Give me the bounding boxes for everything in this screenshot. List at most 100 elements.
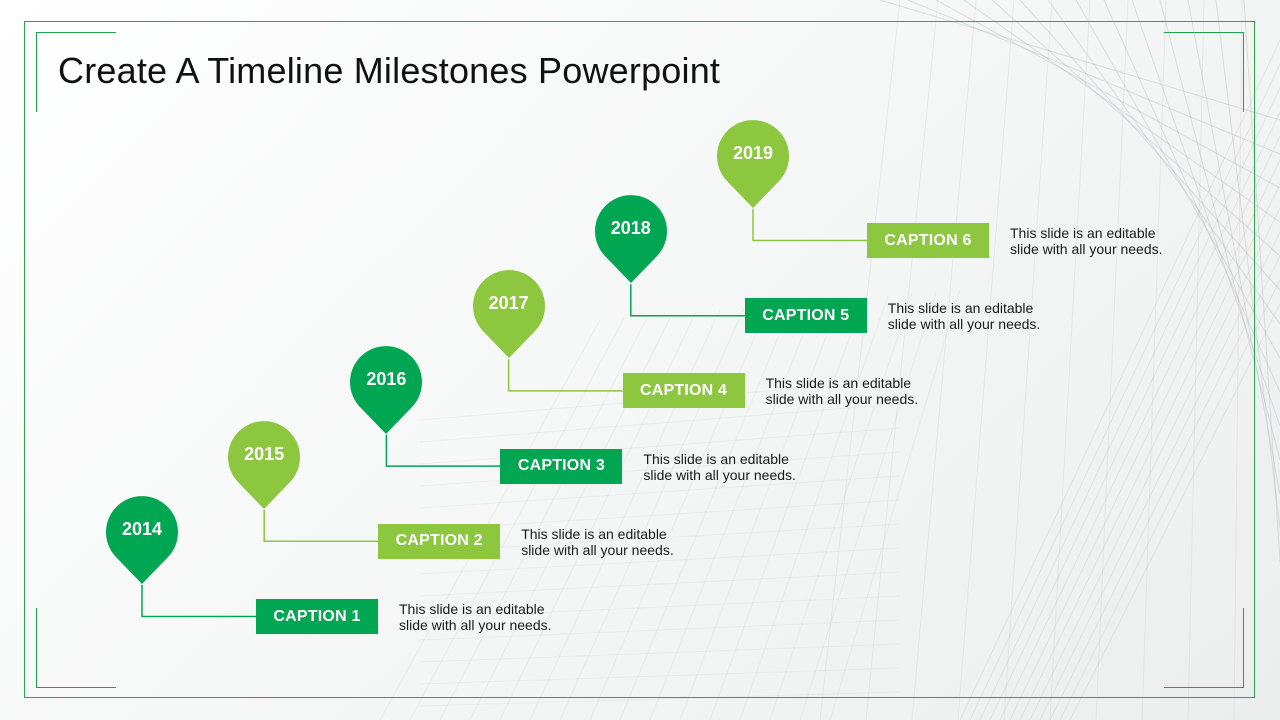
background-line [419, 547, 901, 575]
milestone-year: 2017 [488, 293, 529, 314]
background-line [989, 111, 1280, 720]
milestone-pin: 2014 [105, 495, 179, 585]
background-line [959, 39, 1280, 720]
milestone-year: 2018 [610, 218, 651, 239]
corner-bracket-bottom-left [36, 608, 116, 688]
background-line [999, 135, 1280, 720]
milestone-year: 2016 [366, 368, 407, 389]
background-line [419, 691, 901, 707]
background-line [1003, 0, 1053, 720]
background-line [1047, 0, 1280, 325]
background-line [935, 0, 1280, 189]
milestone-year: 2019 [732, 143, 774, 163]
milestone-year: 2014 [121, 519, 163, 539]
background-line [1131, 0, 1280, 427]
corner-bracket-bottom-right [1164, 608, 1244, 688]
background-line [409, 317, 625, 720]
background-line [1069, 303, 1280, 720]
background-line [819, 0, 901, 720]
map-pin-icon [106, 496, 178, 584]
milestone-pin: 2016 [349, 345, 423, 435]
background-line [419, 427, 901, 465]
background-line [1215, 0, 1280, 529]
map-pin-icon [472, 270, 545, 359]
background-line [769, 293, 913, 720]
milestone-description: This slide is an editable slide with all… [1010, 225, 1163, 257]
background-line [1187, 0, 1205, 720]
milestone-description: This slide is an editable slide with all… [765, 375, 919, 408]
background-line [1187, 0, 1280, 495]
background-line [679, 299, 841, 720]
background-line [1141, 0, 1167, 720]
background-line [739, 295, 889, 720]
background-line [1039, 231, 1280, 720]
milestone-connector-line [752, 209, 867, 242]
background-line [829, 289, 961, 720]
milestone-caption-box: CAPTION 1 [256, 599, 378, 634]
background-line [1075, 0, 1280, 359]
milestone-connector-line [385, 434, 501, 467]
milestone-description: This slide is an editable slide with all… [643, 450, 796, 483]
background-line [907, 0, 1280, 155]
background-line [419, 451, 901, 487]
background-line [1159, 0, 1280, 461]
background-line [419, 571, 901, 597]
background-line [969, 63, 1280, 720]
slide-border [24, 21, 1255, 698]
map-pin-icon [594, 195, 667, 284]
background-line [1103, 0, 1280, 393]
background-line [991, 0, 1280, 257]
milestone-pin: 2017 [472, 269, 546, 359]
background-line [799, 291, 937, 720]
background-line [1049, 255, 1280, 720]
milestone-pin: 2019 [716, 119, 790, 209]
milestone-pin: 2018 [594, 194, 668, 284]
milestone-caption-box: CAPTION 4 [622, 373, 745, 409]
background-line [1095, 0, 1129, 720]
background-line [439, 315, 649, 720]
background-line [1019, 183, 1280, 720]
background-line [1243, 0, 1280, 563]
background-line [419, 475, 901, 509]
milestone-connector-line [263, 509, 379, 543]
milestone-description: This slide is an editable slide with all… [521, 525, 674, 558]
background-line [979, 87, 1280, 720]
milestone-caption-box: CAPTION 2 [378, 523, 501, 559]
background-line [379, 319, 601, 720]
background-line [957, 0, 1015, 720]
background-line [619, 303, 793, 720]
milestone-caption-box: CAPTION 3 [500, 448, 623, 484]
milestone-description: This slide is an editable slide with all… [399, 601, 552, 633]
background-line [419, 403, 901, 443]
background-line [879, 0, 1280, 121]
background-line [911, 0, 977, 720]
milestone-caption-box: CAPTION 6 [867, 223, 989, 258]
milestone-connector-line [141, 585, 256, 618]
map-pin-icon [717, 120, 789, 208]
background-line [1233, 0, 1243, 720]
background-line [419, 619, 901, 641]
background-line [1009, 159, 1280, 720]
map-pin-icon [228, 420, 301, 509]
corner-bracket-top-right [1164, 32, 1244, 112]
background-line [1019, 0, 1280, 291]
milestone-caption-box: CAPTION 5 [744, 298, 867, 334]
background-line [649, 301, 817, 720]
background-line [1029, 207, 1280, 720]
map-pin-icon [350, 345, 423, 434]
milestone-pin: 2015 [227, 420, 301, 510]
milestone-connector-line [507, 359, 623, 392]
milestone-year: 2015 [244, 443, 285, 464]
background-line [963, 0, 1280, 223]
slide-title: Create A Timeline Milestones Powerpoint [58, 50, 721, 91]
background-line [865, 0, 939, 720]
milestone-description: This slide is an editable slide with all… [887, 300, 1041, 333]
background-line [1049, 0, 1091, 720]
milestone-connector-line [630, 284, 745, 317]
background-line [1059, 279, 1280, 720]
background-line [419, 667, 901, 685]
corner-bracket-top-left [36, 32, 116, 112]
